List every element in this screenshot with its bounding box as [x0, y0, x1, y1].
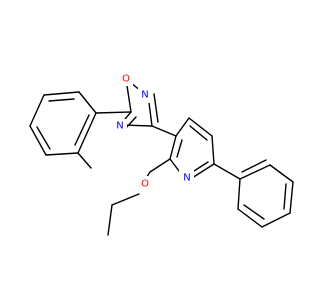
bond — [213, 163, 241, 180]
methyl-bond — [77, 152, 92, 169]
bond — [45, 152, 79, 156]
bond — [153, 93, 159, 123]
bond — [149, 158, 171, 173]
bond — [151, 125, 177, 137]
ethoxy-group — [107, 158, 171, 236]
bond — [289, 181, 294, 214]
bond — [36, 126, 51, 150]
atom-label-n1: N — [183, 173, 190, 184]
atom-label-n4: N — [116, 121, 123, 132]
bond — [74, 114, 90, 146]
atom-labels: O N N O N — [112, 71, 194, 191]
atom-label-o1: O — [122, 74, 130, 85]
bond — [283, 183, 287, 210]
bond — [243, 204, 265, 220]
bond — [43, 91, 80, 96]
bond — [29, 94, 45, 127]
atom-label-bg — [137, 176, 152, 191]
bond — [269, 164, 294, 183]
bond — [193, 161, 209, 172]
background — [0, 0, 300, 300]
tolyl-ring — [29, 91, 97, 169]
bond — [241, 159, 267, 173]
bond — [237, 208, 263, 228]
bond — [111, 193, 140, 206]
phenyl-ring — [213, 159, 294, 228]
atom-label-n2: N — [141, 90, 148, 101]
bond — [239, 164, 271, 180]
bond — [188, 117, 213, 137]
bond — [169, 135, 177, 160]
bond — [237, 178, 241, 210]
bond — [211, 135, 215, 165]
bond — [29, 125, 47, 156]
atom-label-bg — [179, 170, 194, 185]
bond — [191, 163, 215, 179]
atom-label-bg — [112, 119, 127, 134]
bond — [48, 98, 75, 102]
pyridine-ring — [151, 117, 215, 179]
bond — [176, 139, 183, 158]
bond — [261, 212, 291, 228]
bond — [175, 117, 190, 137]
atom-label-bg — [138, 88, 153, 103]
atom-label-o2: O — [141, 179, 149, 190]
atom-label-bg — [118, 71, 133, 86]
molecule-structure-drawing: O N N O N — [0, 0, 300, 300]
bond — [78, 91, 97, 114]
bond — [77, 112, 97, 154]
bond — [95, 111, 132, 114]
bond — [107, 204, 113, 236]
bond — [189, 125, 208, 141]
